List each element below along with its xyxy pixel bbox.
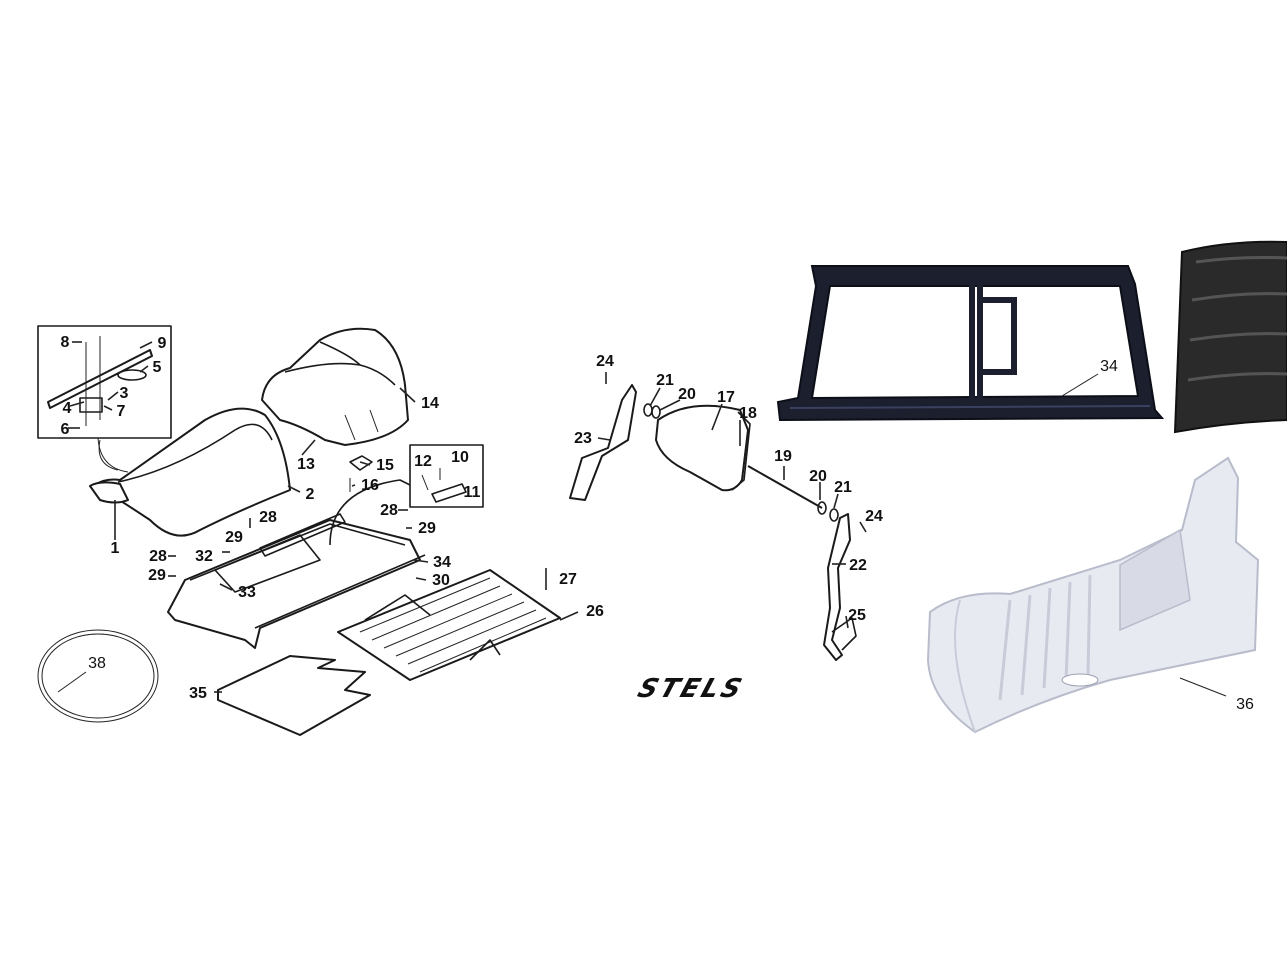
stels-logo: STELS	[634, 674, 748, 704]
callout-4: 4	[63, 400, 72, 417]
callout-10: 10	[451, 449, 469, 466]
callout-19: 19	[774, 448, 792, 465]
callout-17: 17	[717, 389, 735, 406]
callout-29-b: 29	[148, 567, 166, 584]
callout-34-a: 34	[433, 554, 451, 571]
callout-33: 33	[238, 584, 256, 601]
seal-ring-part	[117, 369, 147, 381]
backrest-assembly-drawing: STELS	[569, 384, 857, 704]
callout-20-a: 20	[678, 386, 696, 403]
clip-part	[79, 397, 103, 413]
callout-24-b: 24	[865, 508, 883, 525]
shaft-19-part	[747, 465, 823, 509]
callout-34-b: 34	[1100, 358, 1118, 375]
bracket-15-part	[349, 455, 373, 471]
callout-32: 32	[195, 548, 213, 565]
callout-15: 15	[376, 457, 394, 474]
seat-assembly-drawing	[37, 325, 561, 736]
inset-box-left	[37, 325, 172, 439]
callout-18: 18	[739, 405, 757, 422]
floor-mat-part	[217, 655, 371, 736]
callout-28-a: 28	[259, 509, 277, 526]
backrest-pad-part	[655, 404, 749, 492]
ring-38-part	[37, 629, 159, 723]
callout-6: 6	[61, 421, 70, 438]
callout-27: 27	[559, 571, 577, 588]
callout-22: 22	[849, 557, 867, 574]
callout-26: 26	[586, 603, 604, 620]
callout-2: 2	[306, 486, 315, 503]
callout-21-a: 21	[656, 372, 674, 389]
body-tub-part	[167, 519, 421, 649]
callout-labels: 8 9 5 3 4 7 6 14 13 2 1 15 16 12 10 11 2…	[61, 334, 1254, 713]
callout-13: 13	[297, 456, 315, 473]
bracket-23-part	[569, 384, 637, 501]
leader-lines	[57, 341, 1227, 697]
frame-34-photo	[776, 265, 1165, 422]
callout-29-a: 29	[225, 529, 243, 546]
callout-8: 8	[61, 334, 70, 351]
seat-cushion-part	[94, 407, 291, 537]
callout-14: 14	[421, 395, 439, 412]
callout-5: 5	[153, 359, 162, 376]
callout-12: 12	[414, 453, 432, 470]
callout-25: 25	[848, 607, 866, 624]
seat-latch-part	[89, 481, 129, 504]
bumper-36-photo	[926, 456, 1260, 734]
callout-35: 35	[189, 685, 207, 702]
callout-20-b: 20	[809, 468, 827, 485]
callout-23: 23	[574, 430, 592, 447]
callout-24-a: 24	[596, 353, 614, 370]
callout-30: 30	[432, 572, 450, 589]
callout-11: 11	[464, 484, 481, 501]
bracket-22-part	[823, 513, 851, 661]
callout-1: 1	[111, 540, 120, 557]
callout-16: 16	[361, 477, 379, 494]
callout-7: 7	[117, 403, 126, 420]
callout-38: 38	[88, 655, 106, 672]
panel-photo	[1173, 240, 1287, 434]
callout-9: 9	[158, 335, 167, 352]
callout-29-c: 29	[418, 520, 436, 537]
rear-seat-part	[261, 327, 409, 446]
callout-28-c: 28	[380, 502, 398, 519]
callout-28-b: 28	[149, 548, 167, 565]
inset-box-right	[409, 444, 484, 508]
callout-36: 36	[1236, 696, 1254, 713]
callout-3: 3	[120, 385, 129, 402]
callout-21-b: 21	[834, 479, 852, 496]
